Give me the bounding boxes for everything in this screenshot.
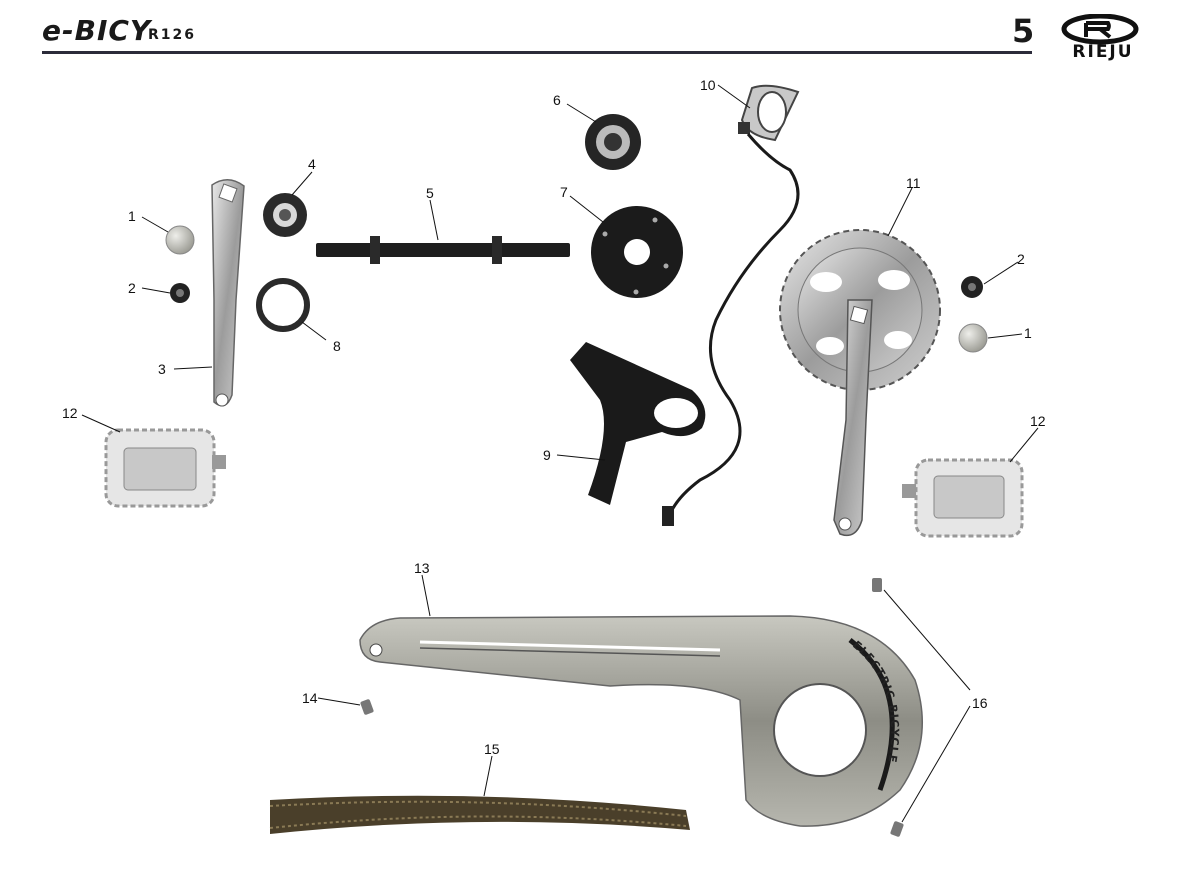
brand-name: RIEJU <box>1072 42 1134 62</box>
callout-8: 8 <box>333 338 341 354</box>
callout-3: 3 <box>158 361 166 377</box>
callout-5: 5 <box>426 185 434 201</box>
callout-6: 6 <box>553 92 561 108</box>
sensor-disc <box>591 206 683 298</box>
callout-15: 15 <box>484 741 500 757</box>
pedal-sensor-with-cable <box>662 84 800 526</box>
callout-13: 13 <box>414 560 430 576</box>
callout-7: 7 <box>560 184 568 200</box>
leader-lines <box>81 84 1039 823</box>
screw-16-top <box>872 578 882 592</box>
callout-10: 10 <box>700 77 716 93</box>
callout-12-right: 12 <box>1030 413 1046 429</box>
model-code: R126 <box>148 27 197 43</box>
header-rule <box>42 51 1032 54</box>
screw-14 <box>360 699 374 715</box>
callout-2-left: 2 <box>128 280 136 296</box>
page-number: 5 <box>1012 12 1035 50</box>
callout-12-left: 12 <box>62 405 78 421</box>
frame-bracket <box>570 342 706 505</box>
chain-guard: ELECTRIC BICYCLE <box>359 615 924 827</box>
bearing-assembly <box>585 114 641 170</box>
bearing-cup <box>263 193 307 237</box>
bottom-bracket-axle <box>316 236 570 264</box>
callout-14: 14 <box>302 690 318 706</box>
callout-4: 4 <box>308 156 316 172</box>
crank-arm-left <box>211 179 245 407</box>
callout-2-right: 2 <box>1017 251 1025 267</box>
callout-1-left: 1 <box>128 208 136 224</box>
lock-ring <box>256 278 310 332</box>
crank-nut-right <box>961 276 983 298</box>
callout-1-right: 1 <box>1024 325 1032 341</box>
pedal-right <box>902 458 1024 538</box>
dust-cap-left <box>165 225 195 255</box>
pedal-left <box>104 428 226 508</box>
callout-11: 11 <box>906 175 921 191</box>
crank-nut-left <box>170 283 190 303</box>
dust-cap-right <box>958 323 988 353</box>
brand-logo-icon <box>1061 14 1139 45</box>
page-title: e-BICY <box>42 14 152 47</box>
callout-16: 16 <box>972 695 988 711</box>
screw-16-bottom <box>890 821 904 837</box>
drive-chain <box>269 795 690 834</box>
callout-9: 9 <box>543 447 551 463</box>
chainring-crank-right <box>779 229 941 537</box>
